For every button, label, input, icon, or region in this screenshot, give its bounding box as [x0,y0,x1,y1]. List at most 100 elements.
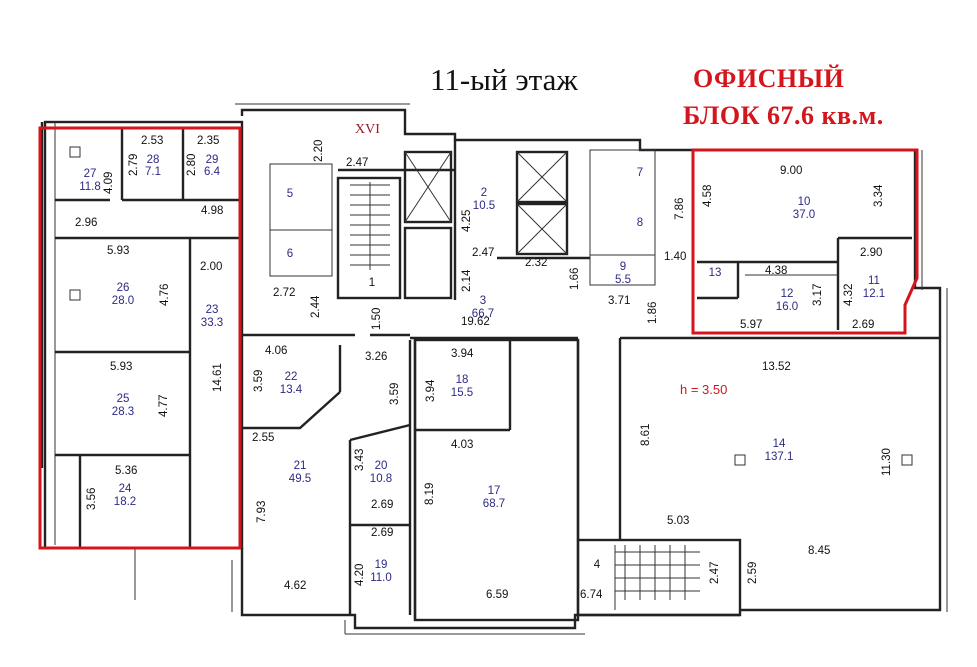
room-labels: 27 11.8 28 7.1 29 6.4 26 28.0 23 33.3 25… [79,154,885,584]
dimension: 2.80 [186,154,198,176]
dimension: 4.77 [158,395,170,417]
room-number: 6 [287,248,293,260]
dimension: 4.32 [843,284,855,306]
dimension: 2.32 [525,257,547,269]
room-number: 24 [119,483,132,495]
dimension: 4.58 [702,185,714,207]
room-area: 66.7 [472,308,494,320]
dimension: 3.94 [451,348,474,360]
dimension: 2.69 [371,527,393,539]
room-area: 16.0 [776,301,798,313]
room-number: 27 [84,168,97,180]
dimension: 1.66 [569,268,581,290]
room-area: 10.5 [473,200,495,212]
dimension: 2.59 [747,562,759,584]
left-wing-partitions [55,128,242,548]
dimension: 3.59 [253,370,265,392]
room-area: 37.0 [793,209,815,221]
room-area: 10.8 [370,473,392,485]
dimension: 19.62 [461,316,490,328]
office-block-highlight-outline [691,148,919,335]
room-area: 68.7 [483,498,505,510]
room-area: 49.5 [289,473,311,485]
room-area: 33.3 [201,317,223,329]
room-number: 17 [488,485,501,497]
dimension: 5.03 [667,515,689,527]
dimension: 5.93 [107,245,129,257]
dimension: 4.62 [284,580,306,592]
dimension: 4.98 [201,205,223,217]
room-area: 5.5 [615,274,631,286]
dimension: 5.93 [110,361,132,373]
dimension: 3.94 [425,379,437,402]
dimension: 2.53 [141,135,163,147]
room-number: 12 [781,288,794,300]
dimension: 4.38 [765,265,787,277]
dimension: 7.86 [674,198,686,220]
room-number: 20 [375,460,388,472]
dimension: 8.61 [640,424,652,446]
dimension: 2.90 [860,247,882,259]
stair-treads [350,182,390,270]
dimension: 1.86 [647,302,659,324]
dimension: 6.74 [580,589,603,601]
room-number: 18 [456,374,469,386]
office-block-partitions [697,236,912,330]
room-number: 3 [480,295,486,307]
room-area: 11.0 [370,572,392,584]
dimension: 2.47 [709,562,721,584]
dimension: 3.17 [812,284,824,306]
dimension: 9.00 [780,165,802,177]
left-highlight-outline [38,126,242,550]
dimension: 4.06 [265,345,287,357]
dimension: 2.55 [252,432,274,444]
dimension: 2.69 [852,319,874,331]
dimension: 1.50 [371,308,383,330]
room-number: 2 [481,187,487,199]
room-number: 26 [117,282,130,294]
dimension: 4.03 [451,439,473,451]
dimension: 2.96 [75,217,97,229]
room-number: 21 [294,460,307,472]
room-area: 15.5 [451,387,473,399]
room-number: 19 [375,559,388,571]
dimension: 4.20 [354,564,366,586]
dimension: 2.20 [313,140,325,162]
dimension: 6.59 [486,589,508,601]
dimension: 3.43 [354,449,366,471]
dimension: 5.36 [115,465,137,477]
dimension: 2.44 [310,295,322,318]
dimension: 1.40 [664,251,686,263]
dimension: 8.45 [808,545,830,557]
room-number: 14 [773,438,786,450]
floor-title: 11-ый этаж [430,62,578,97]
dimension: 3.34 [873,184,885,207]
dimension: 2.69 [371,499,393,511]
dimension: 3.56 [86,488,98,510]
dimension: 4.76 [159,284,171,306]
room-area: 12.1 [863,288,885,300]
dimension: 11.30 [881,448,893,476]
room-number: 9 [620,261,626,273]
room-number: 8 [637,217,643,229]
office-block-label-line1: ОФИСНЫЙ [693,64,845,93]
room-area: 18.2 [114,496,136,508]
room-14-details [576,454,913,617]
stair-label: XVI [355,122,380,137]
dimension: 5.97 [740,319,762,331]
core-partitions [269,140,656,300]
dimension: 4.09 [103,172,115,194]
ceiling-height: h = 3.50 [680,382,727,397]
room-area: 13.4 [280,384,303,396]
room-area: 7.1 [145,166,161,178]
room-number: 1 [369,277,375,289]
room-number: 25 [117,393,130,405]
room-number: 23 [206,304,219,316]
dimension: 2.47 [472,247,494,259]
dimension: 2.14 [461,269,473,292]
room-area: 137.1 [765,451,794,463]
room-number: 29 [206,154,219,166]
dimension: 3.59 [389,383,401,405]
dimension: 8.19 [424,483,436,505]
